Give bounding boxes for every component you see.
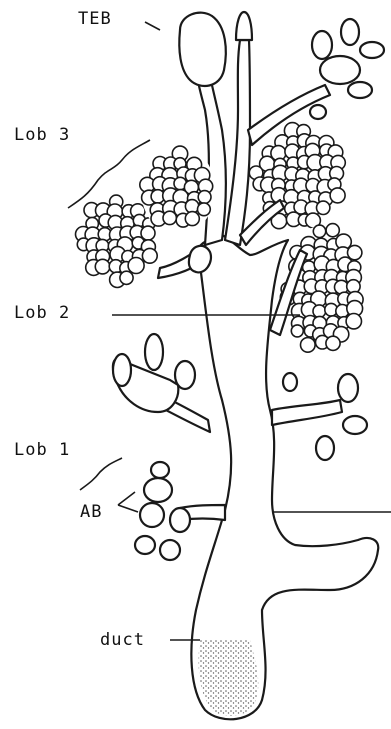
lob3-dark-node — [189, 246, 211, 273]
label-ab: AB — [80, 502, 102, 522]
teb-leader — [145, 22, 160, 30]
alveolus — [198, 191, 211, 204]
alveolus — [326, 224, 339, 237]
label-lob3: Lob 3 — [14, 125, 70, 145]
terminal-end-bud — [179, 13, 226, 86]
alveolus — [326, 336, 340, 350]
alveolus — [330, 188, 345, 203]
alveolus — [317, 201, 330, 214]
label-duct: duct — [100, 630, 145, 650]
alveolus — [198, 203, 211, 216]
alveolar-bud-cluster — [135, 462, 190, 560]
alveolus — [301, 338, 316, 353]
left-mid-bud-hand — [113, 334, 195, 412]
alveolus — [142, 248, 157, 263]
label-teb: TEB — [78, 9, 112, 29]
label-lob1: Lob 1 — [14, 440, 70, 460]
alveolus — [346, 314, 361, 329]
alveolus — [128, 258, 144, 274]
alveolus — [120, 271, 133, 284]
upper-branch-right — [225, 40, 250, 245]
alveolus — [348, 245, 362, 259]
alveolus — [291, 325, 303, 337]
alveolus — [163, 211, 176, 224]
top-right-bud-cluster — [310, 19, 384, 119]
alveolus — [95, 259, 110, 274]
lob3-middle-cluster — [140, 145, 215, 235]
label-lob2: Lob 2 — [14, 303, 70, 323]
right-lower-branch — [272, 400, 342, 425]
lob1-brace — [80, 458, 122, 490]
alveolus — [185, 212, 199, 226]
alveolus — [313, 305, 326, 318]
upper-small-bud — [236, 12, 252, 40]
ab-leader — [118, 492, 138, 512]
alveolus — [313, 225, 325, 237]
